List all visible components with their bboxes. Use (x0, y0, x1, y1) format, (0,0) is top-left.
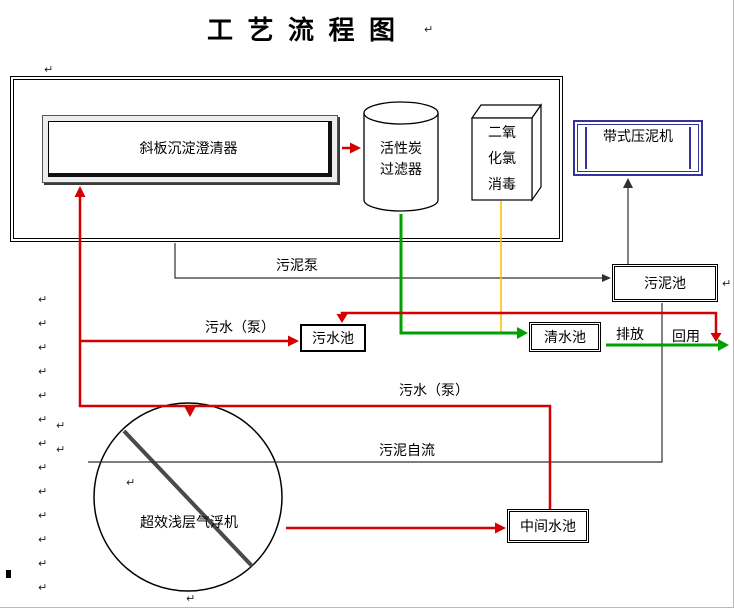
process-frame[interactable] (10, 76, 563, 242)
sludge-gravity-line (88, 303, 663, 463)
sludge-pool-label: 污泥池 (644, 277, 686, 292)
label-sewage-pump-upper: 污水（泵） (205, 321, 275, 336)
carbon-filter-cylinder-top (363, 101, 439, 125)
sewage-pump-arrowhead (288, 335, 299, 347)
pilcrow-mark: ↵ (38, 389, 48, 402)
pilcrow-mark: ↵ (38, 413, 48, 426)
disinfection-label: 二氧 化氯 消毒 (472, 121, 532, 199)
carbon-filter-label-line1: 活性炭 (380, 142, 422, 157)
flotation-slash (122, 429, 254, 568)
pilcrow-mark: ↵ (424, 23, 434, 36)
node-clean-pool[interactable]: 清水池 (529, 322, 601, 352)
node-sludge-pool[interactable]: 污泥池 (612, 264, 718, 302)
disinfection-label-line2: 化氯 (488, 152, 516, 167)
paragraph-anchor-mark (6, 570, 11, 578)
middle-pool-label: 中间水池 (520, 520, 576, 535)
clean-pool-label: 清水池 (544, 331, 586, 346)
pilcrow-mark: ↵ (38, 341, 48, 354)
pilcrow-mark: ↵ (38, 293, 48, 306)
node-sewage-pool[interactable]: 污水池 (300, 324, 366, 352)
pilcrow-mark: ↵ (38, 485, 48, 498)
disinfection-label-line3: 消毒 (488, 178, 516, 193)
disinfection-box-side (531, 103, 542, 202)
pilcrow-mark: ↵ (56, 443, 66, 456)
carbon-filter-label-line2: 过滤器 (380, 163, 422, 178)
disinfection-box-top (470, 104, 543, 119)
process-frame-inner-line (13, 79, 560, 239)
flotation-label: 超效浅层气浮机 (140, 516, 238, 531)
main-feed-line (78, 195, 552, 509)
label-sludge-pump: 污泥泵 (276, 259, 318, 274)
node-clarifier-face: 斜板沉淀澄清器 (48, 121, 332, 177)
disinfection-label-line1: 二氧 (488, 126, 516, 141)
pilcrow-mark: ↵ (722, 277, 732, 290)
reuse-arrowhead (718, 339, 729, 351)
label-reuse: 回用 (672, 330, 700, 345)
pilcrow-mark: ↵ (126, 476, 136, 489)
pilcrow-mark: ↵ (38, 557, 48, 570)
page-title: 工 艺 流 程 图 (206, 16, 399, 45)
sludge-pump-arrowhead (602, 274, 611, 282)
sludge-return-arrowhead-right (710, 333, 722, 342)
sludge-return-line (340, 311, 718, 333)
pilcrow-mark: ↵ (186, 592, 196, 605)
filtered-water-arrowhead (517, 327, 528, 339)
flotation-feed-arrowhead (184, 407, 196, 417)
pilcrow-mark: ↵ (56, 419, 66, 432)
flotation-out-arrowhead (495, 522, 506, 534)
label-sewage-pump-lower: 污水（泵） (399, 384, 469, 399)
label-sludge-gravity: 污泥自流 (379, 444, 435, 459)
clarifier-to-filter-arrowhead (350, 142, 361, 154)
belt-press-label: 带式压泥机 (603, 130, 673, 145)
disinfection-box-front[interactable] (471, 117, 533, 201)
belt-press-left-bar (585, 127, 587, 169)
filtered-water-line (399, 214, 518, 335)
node-clarifier[interactable]: 斜板沉淀澄清器 (42, 115, 338, 183)
carbon-filter-cylinder[interactable] (363, 113, 439, 212)
pilcrow-mark: ↵ (38, 365, 48, 378)
pilcrow-mark: ↵ (38, 581, 48, 594)
sewage-pool-label: 污水池 (312, 332, 354, 347)
main-feed-arrowhead (74, 186, 86, 197)
pilcrow-mark: ↵ (38, 509, 48, 522)
carbon-filter-label: 活性炭 过滤器 (364, 139, 438, 181)
pilcrow-mark: ↵ (38, 461, 48, 474)
label-discharge: 排放 (616, 328, 644, 343)
sludge-return-arrowhead-left (336, 314, 348, 323)
pilcrow-mark: ↵ (44, 63, 54, 76)
pilcrow-mark: ↵ (38, 437, 48, 450)
node-middle-pool[interactable]: 中间水池 (507, 509, 589, 543)
node-belt-press[interactable]: 带式压泥机 (573, 120, 703, 176)
pilcrow-mark: ↵ (38, 317, 48, 330)
press-feed-arrowhead (623, 178, 633, 188)
belt-press-inner-line (577, 124, 699, 172)
clarifier-label: 斜板沉淀澄清器 (139, 141, 238, 157)
belt-press-right-bar (689, 127, 691, 169)
pilcrow-mark: ↵ (38, 533, 48, 546)
sludge-pump-line (174, 243, 603, 279)
